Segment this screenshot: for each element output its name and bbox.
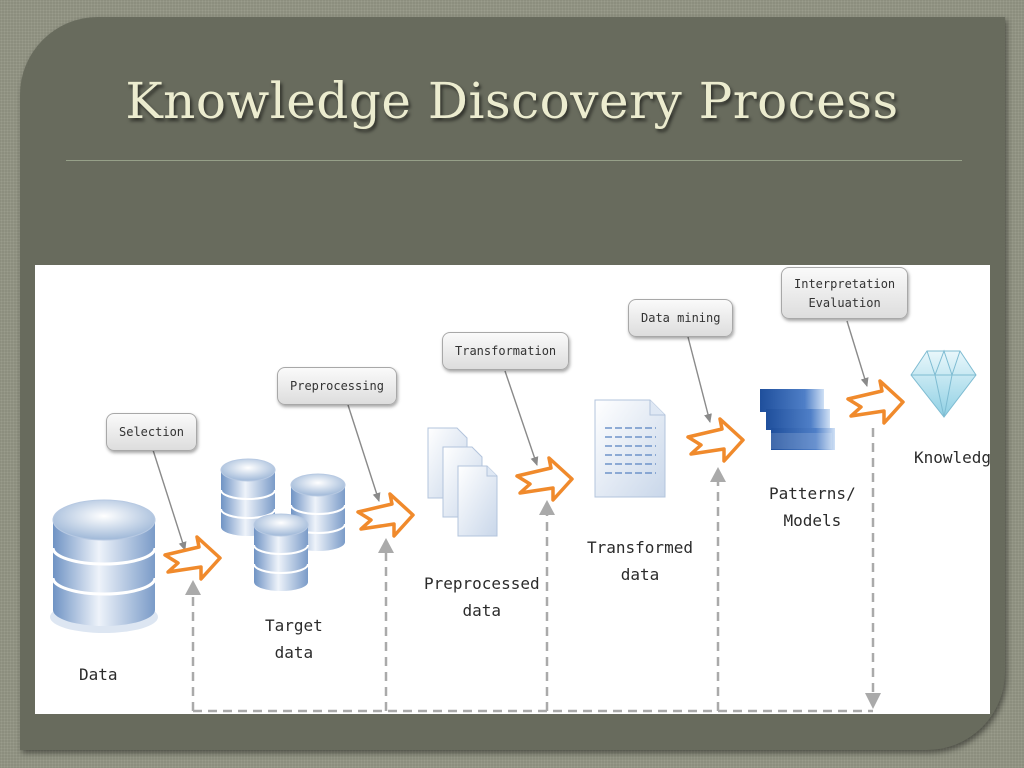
data-mining-label: Data mining xyxy=(641,311,721,325)
selection-label: Selection xyxy=(119,425,185,439)
diamond-icon xyxy=(910,349,977,418)
database-stack-icon xyxy=(220,458,346,591)
kdd-diagram: Selection Preprocessing Transformation D… xyxy=(35,265,990,714)
callout-pointers xyxy=(152,320,869,551)
page-title: Knowledge Discovery Process xyxy=(125,72,899,130)
diagram-graphics xyxy=(50,320,977,713)
interpretation-callout: Interpretation Evaluation xyxy=(781,267,909,319)
interpretation-label: Interpretation xyxy=(794,277,896,291)
database-icon xyxy=(50,499,158,633)
selection-callout: Selection xyxy=(106,413,198,451)
feedback-loop xyxy=(191,428,875,713)
flow-arrows xyxy=(163,379,905,581)
stage-label-transformed-data: Transformed data xyxy=(587,538,693,584)
flow-arrow-icon xyxy=(686,417,745,463)
data-mining-callout: Data mining xyxy=(628,299,734,337)
transformation-callout: Transformation xyxy=(442,332,570,370)
stage-label-preprocessed-data: Preprocessed data xyxy=(424,574,540,620)
preprocessing-label: Preprocessing xyxy=(290,379,384,393)
patterns-stack-icon xyxy=(760,389,835,450)
table-document-icon xyxy=(594,399,666,498)
flow-arrow-icon xyxy=(515,456,574,502)
stage-label-patterns-models: Patterns/ Models xyxy=(769,484,856,530)
preprocessing-callout: Preprocessing xyxy=(277,367,397,405)
flow-arrow-icon xyxy=(356,492,415,538)
flow-arrow-icon xyxy=(163,535,222,581)
evaluation-label: Evaluation xyxy=(808,296,881,310)
feedback-arrowheads xyxy=(185,467,881,709)
documents-icon xyxy=(427,427,498,537)
transformation-label: Transformation xyxy=(455,344,557,358)
stage-label-data: Data xyxy=(79,665,118,684)
stage-label-target-data: Target data xyxy=(265,616,323,662)
title-divider xyxy=(66,160,962,161)
flow-arrow-icon xyxy=(846,379,905,425)
stage-label-knowledge: Knowledge xyxy=(914,448,990,467)
